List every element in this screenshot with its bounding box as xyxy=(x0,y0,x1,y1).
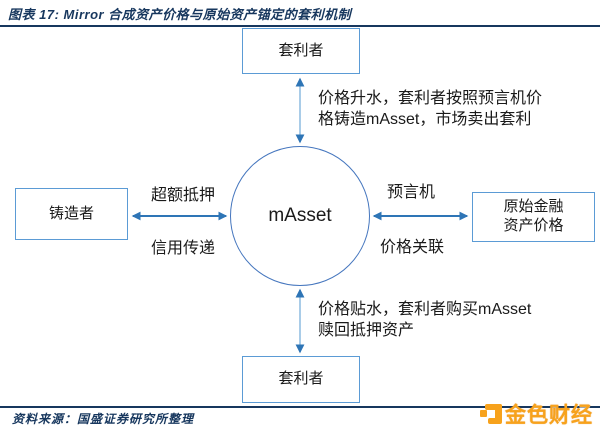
jinse-logo-icon-side xyxy=(495,404,502,424)
figure-title: 图表 17: Mirror 合成资产价格与原始资产锚定的套利机制 xyxy=(8,7,352,22)
edge-label-overcollateralization: 超额抵押 xyxy=(150,187,216,204)
note-discount-line1: 价格贴水，套利者购买mAsset xyxy=(318,301,532,318)
note-premium-line1: 价格升水，套利者按照预言机价 xyxy=(318,90,543,107)
node-arbitrageur-bottom: 套利者 xyxy=(242,356,360,403)
node-original-asset-price-line1: 原始金融 xyxy=(503,198,564,216)
footer-divider-line xyxy=(0,406,600,408)
edge-label-price-linkage: 价格关联 xyxy=(379,239,445,256)
jinse-finance-logo: 金色财经 xyxy=(479,400,599,428)
jinse-logo-icon-dot xyxy=(480,410,487,417)
jinse-logo-icon-top xyxy=(485,404,502,410)
node-original-asset-price: 原始金融 资产价格 xyxy=(472,192,595,242)
edge-label-credit-transfer: 信用传递 xyxy=(150,240,216,257)
node-original-asset-price-line2: 资产价格 xyxy=(503,217,564,234)
node-minter-label: 铸造者 xyxy=(48,204,94,222)
node-arbitrageur-top-label: 套利者 xyxy=(278,41,324,59)
node-arbitrageur-top: 套利者 xyxy=(242,28,360,74)
title-divider-line xyxy=(0,25,600,27)
jinse-logo-icon xyxy=(479,401,505,427)
node-masset-circle: mAsset xyxy=(230,146,370,286)
edge-label-oracle: 预言机 xyxy=(386,184,436,201)
source-note: 资料来源：国盛证券研究所整理 xyxy=(12,412,195,426)
node-masset-label: mAsset xyxy=(268,205,332,226)
note-premium-line2: 格铸造mAsset，市场卖出套利 xyxy=(318,111,532,128)
note-discount-arbitrage: 价格贴水，套利者购买mAsset 赎回抵押资产 xyxy=(318,299,531,341)
jinse-logo-text: 金色财经 xyxy=(505,404,593,427)
note-premium-arbitrage: 价格升水，套利者按照预言机价 格铸造mAsset，市场卖出套利 xyxy=(318,88,542,130)
note-discount-line2: 赎回抵押资产 xyxy=(318,322,415,339)
jinse-logo-icon-foot xyxy=(488,418,498,424)
node-arbitrageur-bottom-label: 套利者 xyxy=(278,370,324,388)
node-minter: 铸造者 xyxy=(15,188,128,240)
